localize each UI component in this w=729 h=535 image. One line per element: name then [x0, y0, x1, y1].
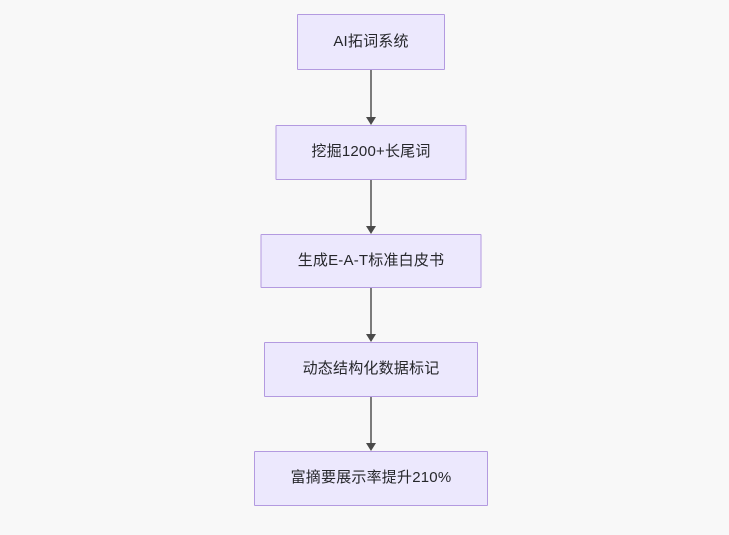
edge-arrowhead-icon: [366, 334, 376, 342]
flowchart-node-n3[interactable]: 生成E-A-T标准白皮书: [260, 234, 482, 288]
flowchart-node-label: 富摘要展示率提升210%: [290, 469, 452, 487]
edge-arrowhead-icon: [366, 226, 376, 234]
flowchart-node-n4[interactable]: 动态结构化数据标记: [264, 342, 478, 397]
flowchart-node-label: 挖掘1200+长尾词: [311, 143, 431, 161]
edge-arrowhead-icon: [366, 117, 376, 125]
flowchart-node-label: 生成E-A-T标准白皮书: [297, 251, 445, 269]
edge-line: [370, 397, 372, 444]
flowchart-edge-n3-n4: [363, 288, 379, 342]
edge-line: [370, 70, 372, 118]
flowchart-node-n2[interactable]: 挖掘1200+长尾词: [275, 125, 467, 180]
edge-arrowhead-icon: [366, 443, 376, 451]
flowchart-edge-n2-n3: [363, 180, 379, 234]
flowchart-edge-n1-n2: [363, 70, 379, 125]
flowchart-node-n1[interactable]: AI拓词系统: [297, 14, 445, 70]
edge-line: [370, 288, 372, 335]
flowchart-edge-n4-n5: [363, 397, 379, 451]
flowchart-node-label: 动态结构化数据标记: [302, 360, 440, 378]
edge-line: [370, 180, 372, 227]
flowchart-node-n5[interactable]: 富摘要展示率提升210%: [254, 451, 488, 506]
flowchart-node-label: AI拓词系统: [333, 32, 409, 50]
